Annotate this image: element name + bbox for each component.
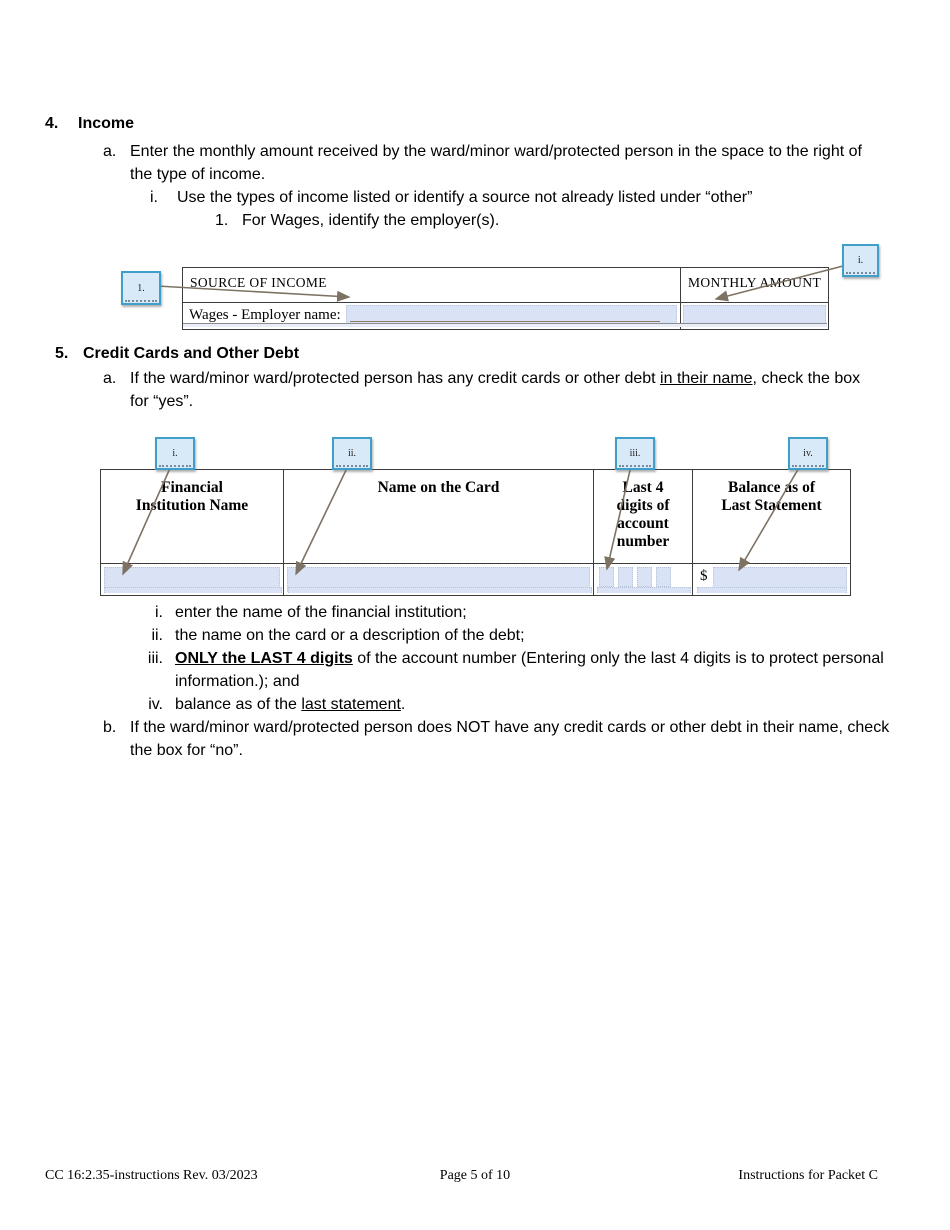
- footer-document-id: CC 16:2.35-instructions Rev. 03/2023: [45, 1168, 258, 1183]
- institution-header-cell: Financial Institution Name: [100, 469, 284, 564]
- income-source-header-cell: SOURCE OF INCOME: [182, 267, 681, 303]
- list-item-iv-underlined: last statement: [301, 696, 401, 713]
- income-table-cutoff-row: [183, 323, 827, 327]
- list-item-iii-bold: ONLY the LAST 4 digits: [175, 650, 353, 667]
- item-5a-label: a.: [103, 370, 117, 387]
- section-4-number: 4.: [45, 115, 59, 132]
- list-item-ii-label: ii.: [151, 627, 163, 644]
- list-item-ii-text: the name on the card or a description of…: [175, 627, 525, 644]
- callout-box-1-label: 1.: [137, 282, 145, 294]
- cutoff-row-segment: [697, 587, 847, 593]
- section-5-title: Credit Cards and Other Debt: [83, 345, 300, 362]
- credit-card-table-header-row: Financial Institution Name Name on the C…: [100, 469, 851, 564]
- list-item-i: i. enter the name of the financial insti…: [118, 601, 908, 624]
- section-4-heading: 4. Income: [45, 114, 134, 134]
- wages-label: Wages - Employer name:: [189, 307, 341, 323]
- item-4a-i-1-label: 1.: [215, 212, 229, 229]
- list-item-i-text: enter the name of the financial institut…: [175, 604, 467, 621]
- section-5-heading: 5. Credit Cards and Other Debt: [55, 344, 299, 364]
- callout-box-i-income: i.: [842, 244, 879, 277]
- list-item-iii-text: ONLY the LAST 4 digits of the account nu…: [175, 647, 885, 693]
- digit-fill: [618, 567, 633, 587]
- income-amount-header: MONTHLY AMOUNT: [688, 275, 822, 290]
- callout-box-iii: iii.: [615, 437, 655, 470]
- list-item-ii: ii. the name on the card or a descriptio…: [118, 624, 908, 647]
- cutoff-row-segment: [597, 587, 691, 593]
- income-table-header-row: SOURCE OF INCOME MONTHLY AMOUNT: [182, 267, 829, 303]
- item-4a-label: a.: [103, 143, 117, 160]
- callout-box-1: 1.: [121, 271, 161, 305]
- dollar-sign: $: [700, 568, 708, 584]
- credit-card-table: Financial Institution Name Name on the C…: [100, 469, 851, 596]
- income-table: SOURCE OF INCOME MONTHLY AMOUNT Wages - …: [182, 267, 829, 330]
- item-5a-text-post: , check the box for “yes”.: [130, 370, 861, 410]
- balance-header-cell: Balance as of Last Statement: [692, 469, 851, 564]
- list-item-iii-label: iii.: [147, 650, 163, 667]
- section-5-number: 5.: [55, 345, 69, 362]
- income-amount-header-cell: MONTHLY AMOUNT: [680, 267, 829, 303]
- callout-box-iii-label: iii.: [629, 448, 641, 459]
- callout-box-ii-label: ii.: [347, 448, 357, 459]
- digit-fill: [599, 567, 614, 587]
- item-5a: a. If the ward/minor ward/protected pers…: [103, 367, 880, 413]
- income-source-header: SOURCE OF INCOME: [190, 275, 327, 290]
- item-5a-text-underlined: in their name: [660, 370, 753, 387]
- institution-header: Financial Institution Name: [135, 479, 249, 514]
- name-on-card-header: Name on the Card: [377, 479, 500, 496]
- callout-box-i: i.: [155, 437, 195, 470]
- list-item-i-label: i.: [155, 604, 163, 621]
- item-5b-text: If the ward/minor ward/protected person …: [130, 719, 890, 759]
- item-4a: a. Enter the monthly amount received by …: [103, 140, 880, 186]
- footer-packet-label: Instructions for Packet C: [738, 1168, 878, 1183]
- callout-box-i-income-label: i.: [857, 255, 864, 266]
- callout-box-i-label: i.: [172, 448, 178, 459]
- digit-fill: [656, 567, 671, 587]
- employer-name-blank-line: [349, 321, 660, 322]
- item-4a-i-1: 1. For Wages, identify the employer(s).: [215, 209, 895, 232]
- item-5b-label: b.: [103, 719, 117, 736]
- callout-box-ii: ii.: [332, 437, 372, 470]
- list-item-iv-label: iv.: [148, 696, 163, 713]
- callout-box-iv-label: iv.: [803, 448, 813, 459]
- item-5b: b. If the ward/minor ward/protected pers…: [103, 716, 893, 762]
- footer-page-number: Page 5 of 10: [439, 1168, 511, 1183]
- list-item-iv-pre: balance as of the: [175, 696, 302, 713]
- list-item-iii: iii. ONLY the LAST 4 digits of the accou…: [118, 647, 885, 693]
- list-item-iv-post: .: [400, 696, 406, 713]
- item-4a-i-label: i.: [150, 189, 158, 206]
- name-on-card-header-cell: Name on the Card: [283, 469, 594, 564]
- item-4a-text: Enter the monthly amount received by the…: [130, 143, 862, 183]
- item-4a-i-text: Use the types of income listed or identi…: [177, 189, 753, 206]
- digit-fill: [637, 567, 652, 587]
- cutoff-row-segment: [104, 587, 282, 593]
- list-item-iii-rest: of the account number (Entering only the…: [175, 650, 884, 690]
- item-5a-text-pre: If the ward/minor ward/protected person …: [130, 370, 661, 387]
- balance-header: Balance as of Last Statement: [721, 479, 822, 514]
- item-5a-text: If the ward/minor ward/protected person …: [130, 367, 880, 413]
- last4-header-cell: Last 4 digits of account number: [593, 469, 693, 564]
- item-4a-i: i. Use the types of income listed or ide…: [150, 186, 890, 209]
- callout-box-iv: iv.: [788, 437, 828, 470]
- item-4a-i-1-text: For Wages, identify the employer(s).: [242, 212, 500, 229]
- cutoff-row-segment: [288, 587, 592, 593]
- last4-header: Last 4 digits of account number: [616, 479, 670, 550]
- list-item-iv: iv. balance as of the last statement.: [118, 693, 908, 716]
- list-item-iv-text: balance as of the last statement.: [175, 693, 908, 716]
- section-4-title: Income: [78, 115, 135, 132]
